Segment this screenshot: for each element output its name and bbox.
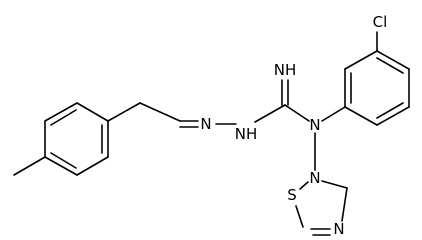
bond [295,205,304,228]
aromatic-inner-bond [50,109,77,126]
hydrazone-n-label: N [200,115,211,133]
n-aryl-bond [321,106,346,122]
chlorine-label: Cl [373,13,388,31]
bond [76,102,109,122]
ring-n-bottom-label: N [333,220,344,238]
bond [299,181,309,190]
c-n-bond [284,104,310,122]
chlorophenyl-ring [344,50,410,126]
bond [76,156,109,176]
ch2-bond [107,102,141,122]
methyl-bond [13,156,46,176]
guanidine-n-label: N [309,116,320,134]
aromatic-inner-bond [376,57,404,74]
ring-s-label: S [287,186,297,204]
bond [344,106,378,126]
aromatic-inner-bond [376,102,404,119]
hydrazone-nh-label: NH [235,125,258,143]
bond [44,102,78,122]
aromatic-inner-bond [50,152,77,169]
bond [376,106,410,126]
bond [376,50,410,70]
imine-nh-label: NH [274,61,297,79]
ring-n-top-label: N [309,169,320,187]
ch-bond [139,102,181,122]
tolyl-ring [44,102,109,176]
bond [321,180,348,189]
thiadiazole-ring [295,180,348,236]
bond [341,187,348,222]
nh-c-bond [254,104,286,123]
bond [344,50,378,70]
bond [44,156,78,176]
